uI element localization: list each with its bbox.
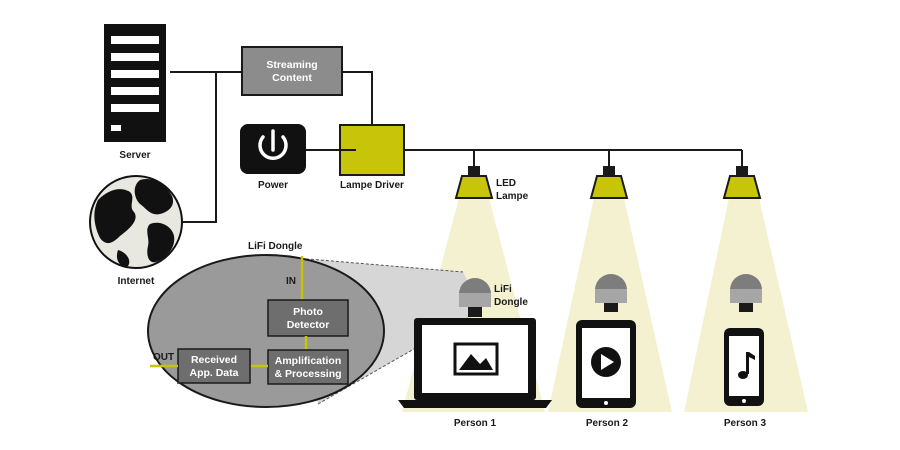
- led-lamp-2: [589, 166, 629, 199]
- laptop: [398, 318, 552, 408]
- photo-label-line1: Photo: [293, 306, 323, 318]
- received-data-box: Received App. Data: [177, 348, 251, 384]
- led-lamp-icon: [589, 166, 629, 199]
- amp-label-line2: & Processing: [274, 368, 341, 380]
- lifi-dongle-icon: [595, 274, 627, 312]
- led-label-line2: Lampe: [496, 191, 529, 202]
- laptop-icon: [398, 318, 552, 408]
- lampe-driver: Lampe Driver: [339, 124, 405, 191]
- tablet: [576, 320, 636, 408]
- in-label: IN: [286, 276, 296, 287]
- lifi-label-line1: LiFi: [494, 284, 512, 295]
- led-lamp-icon: [454, 166, 494, 199]
- power-label: Power: [258, 180, 288, 191]
- recv-label-line1: Received: [191, 354, 237, 366]
- play-icon: [591, 347, 621, 377]
- photo-label-line2: Detector: [287, 319, 330, 331]
- globe-icon: [89, 175, 183, 269]
- led-lamp-1: [454, 166, 494, 199]
- lampe-driver-label: Lampe Driver: [340, 180, 404, 191]
- lifi-dongle-icon: [459, 278, 491, 317]
- image-icon: [453, 342, 499, 376]
- phone: [724, 328, 764, 406]
- led-lamp-icon: [722, 166, 762, 199]
- lifi-dongle-1: [459, 278, 491, 317]
- led-lamp-3: [722, 166, 762, 199]
- out-label: OUT: [153, 352, 174, 363]
- magnify-cone-edge-top: [295, 257, 464, 273]
- lifi-dongle-2: [595, 274, 627, 312]
- amplification-box: Amplification & Processing: [267, 349, 349, 385]
- recv-label-line2: App. Data: [189, 367, 238, 379]
- music-note-icon: [738, 352, 755, 379]
- lifi-dongle-icon: [730, 274, 762, 312]
- power: Power: [240, 124, 306, 191]
- server: Server: [104, 24, 166, 161]
- internet-label: Internet: [118, 276, 155, 287]
- streaming-content-box: Streaming Content: [241, 46, 343, 96]
- person1-label: Person 1: [454, 418, 497, 429]
- led-label-line1: LED: [496, 178, 516, 189]
- amp-label-line1: Amplification: [275, 355, 342, 367]
- wires: [170, 71, 743, 223]
- lifi-dongle-title: LiFi Dongle: [248, 241, 303, 252]
- lifi-dongle-3: [730, 274, 762, 312]
- lifi-label-line2: Dongle: [494, 297, 528, 308]
- streaming-label-line2: Content: [272, 72, 312, 84]
- person3-label: Person 3: [724, 418, 767, 429]
- power-icon: [258, 129, 288, 161]
- server-label: Server: [119, 150, 150, 161]
- internet: Internet: [89, 175, 183, 287]
- person2-label: Person 2: [586, 418, 629, 429]
- photo-detector-box: Photo Detector: [267, 299, 349, 337]
- streaming-label-line1: Streaming: [266, 59, 317, 71]
- phone-icon: [724, 328, 764, 406]
